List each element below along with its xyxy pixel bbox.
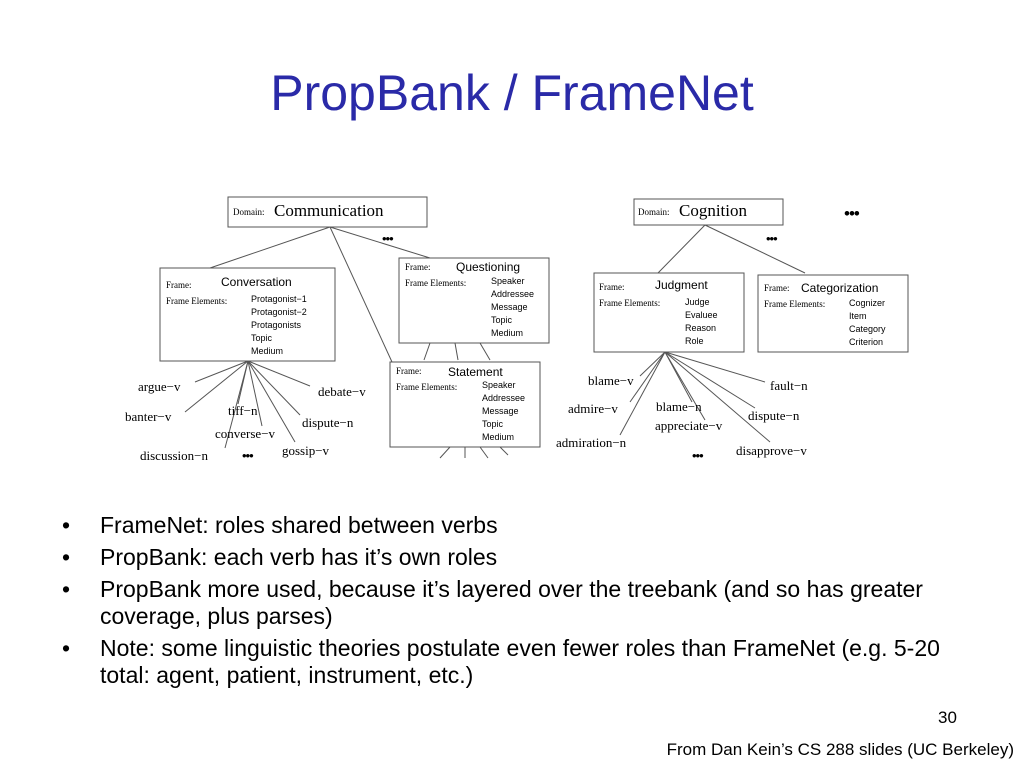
bullet-item: • PropBank more used, because it’s layere…	[62, 576, 962, 630]
frame-element: Speaker	[491, 276, 525, 286]
conversation-lexical-units: argue−v banter−v debate−v tiff−n dispute…	[125, 379, 366, 463]
frame-elements-label: Frame Elements:	[405, 278, 466, 288]
domain-label: Domain:	[638, 207, 670, 217]
frame-element: Category	[849, 324, 886, 334]
lexical-unit: fault−n	[770, 378, 808, 393]
frame-element: Protagonist−2	[251, 307, 307, 317]
bullet-dot: •	[62, 635, 71, 661]
frame-element: Cognizer	[849, 298, 885, 308]
ellipsis: •••	[242, 448, 254, 463]
domain-cognition-box: Domain: Cognition	[633, 198, 784, 226]
slide-title: PropBank / FrameNet	[270, 65, 754, 121]
domain-communication-box: Domain: Communication	[227, 196, 428, 228]
slide-credit: From Dan Kein’s CS 288 slides (UC Berkel…	[666, 740, 1014, 759]
connector-lines	[184, 224, 806, 459]
frame-questioning-box: Frame: Questioning Frame Elements: Speak…	[398, 257, 550, 344]
frame-label: Frame:	[599, 282, 625, 292]
bullet-item: • PropBank: each verb has it’s own roles	[62, 544, 962, 571]
frame-conversation-box: Frame: Conversation Frame Elements: Prot…	[159, 267, 336, 362]
bullet-dot: •	[62, 576, 71, 602]
judgment-lexical-units: blame−v admire−v blame−n fault−n dispute…	[556, 373, 808, 458]
frame-elements-label: Frame Elements:	[764, 299, 825, 309]
frame-label: Frame:	[405, 262, 431, 272]
frame-element: Item	[849, 311, 867, 321]
lexical-unit: converse−v	[215, 426, 276, 441]
page-number: 30	[938, 708, 957, 727]
frame-element: Role	[685, 336, 704, 346]
lexical-unit: appreciate−v	[655, 418, 723, 433]
lexical-unit: admiration−n	[556, 435, 627, 450]
ellipsis: •••	[692, 448, 704, 463]
frame-element: Protagonists	[251, 320, 302, 330]
lexical-unit: admire−v	[568, 401, 618, 416]
frame-element: Topic	[251, 333, 273, 343]
lexical-unit: tiff−n	[228, 403, 258, 418]
frame-elements-label: Frame Elements:	[166, 296, 227, 306]
lexical-unit: gossip−v	[282, 443, 330, 458]
ellipsis: •••	[844, 204, 860, 223]
lexical-unit: discussion−n	[140, 448, 209, 463]
frame-elements-label: Frame Elements:	[396, 382, 457, 392]
domain-name: Cognition	[679, 201, 748, 220]
lexical-unit: dispute−n	[302, 415, 354, 430]
frame-name: Statement	[448, 365, 503, 379]
frame-categorization-box: Frame: Categorization Frame Elements: Co…	[757, 274, 909, 353]
lexical-unit: blame−n	[656, 399, 702, 414]
frame-name: Categorization	[801, 281, 878, 295]
frame-element: Criterion	[849, 337, 883, 347]
frame-element: Medium	[491, 328, 523, 338]
frame-element: Judge	[685, 297, 710, 307]
bullet-dot: •	[62, 544, 71, 570]
frame-element: Topic	[491, 315, 513, 325]
frame-element: Message	[482, 406, 519, 416]
bullet-text: PropBank: each verb has it’s own roles	[100, 544, 498, 570]
lexical-unit: debate−v	[318, 384, 366, 399]
frame-element: Medium	[251, 346, 283, 356]
lexical-unit: blame−v	[588, 373, 634, 388]
ellipsis: •••	[382, 231, 394, 246]
frame-element: Speaker	[482, 380, 516, 390]
frame-name: Conversation	[221, 275, 292, 289]
bullet-text: PropBank more used, because it’s layered…	[100, 576, 923, 629]
frame-label: Frame:	[166, 280, 192, 290]
frame-element: Message	[491, 302, 528, 312]
frame-elements-label: Frame Elements:	[599, 298, 660, 308]
frame-judgment-box: Frame: Judgment Frame Elements: Judge Ev…	[593, 272, 745, 353]
frame-label: Frame:	[764, 283, 790, 293]
frame-element: Addressee	[491, 289, 534, 299]
frame-element: Medium	[482, 432, 514, 442]
domain-name: Communication	[274, 201, 384, 220]
lexical-unit: disapprove−v	[736, 443, 807, 458]
frame-name: Questioning	[456, 260, 520, 274]
bullet-dot: •	[62, 512, 71, 538]
domain-label: Domain:	[233, 207, 265, 217]
frame-name: Judgment	[655, 278, 708, 292]
frame-label: Frame:	[396, 366, 422, 376]
lexical-unit: dispute−n	[748, 408, 800, 423]
ellipsis: •••	[766, 231, 778, 246]
bullet-text: Note: some linguistic theories postulate…	[100, 635, 940, 688]
frame-element: Topic	[482, 419, 504, 429]
lexical-unit: argue−v	[138, 379, 181, 394]
frame-element: Reason	[685, 323, 716, 333]
frame-hierarchy-diagram: Domain: Communication ••• Frame: Convers…	[125, 196, 909, 463]
bullet-item: • Note: some linguistic theories postulat…	[62, 635, 962, 689]
bullet-text: FrameNet: roles shared between verbs	[100, 512, 498, 538]
lexical-unit: banter−v	[125, 409, 172, 424]
bullet-list: • FrameNet: roles shared between verbs • P…	[62, 512, 962, 694]
bullet-item: • FrameNet: roles shared between verbs	[62, 512, 962, 539]
frame-statement-box: Frame: Statement Frame Elements: Speaker…	[389, 361, 541, 448]
frame-element: Addressee	[482, 393, 525, 403]
frame-element: Protagonist−1	[251, 294, 307, 304]
frame-element: Evaluee	[685, 310, 718, 320]
